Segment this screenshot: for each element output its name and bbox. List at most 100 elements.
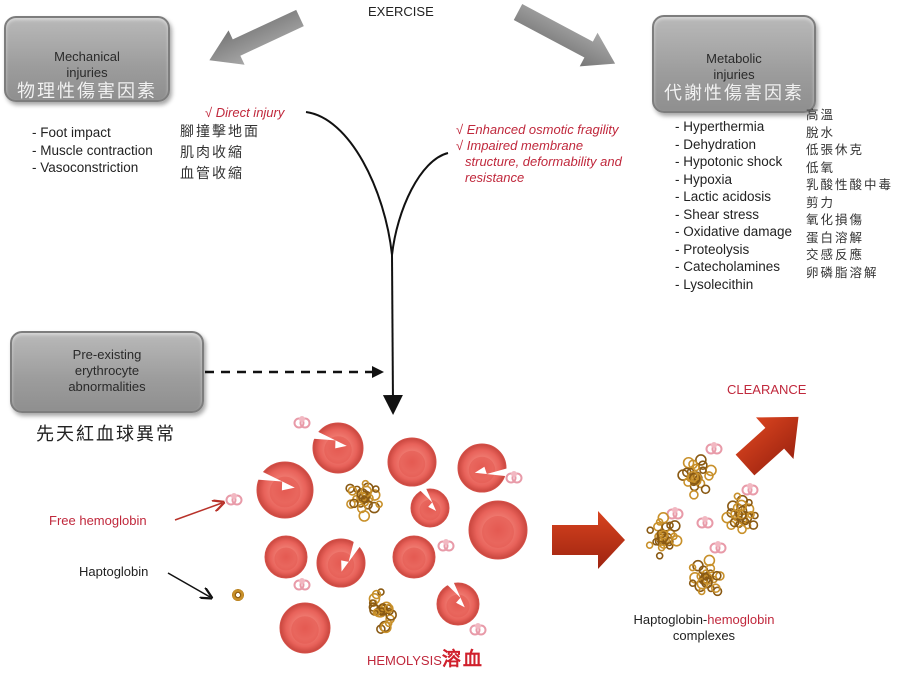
hemoglobin-molecule [225,493,243,506]
hemolysis-label: HEMOLYSIS溶血 [367,644,484,671]
metabolic-factor: - Shear stress [675,206,760,222]
metabolic-effect: √ Impaired membrane [456,138,584,153]
gray-arrow-right [513,4,616,67]
metabolic-title-2: injuries [713,67,755,82]
mechanical-title-zh: 物理性傷害因素 [17,81,157,102]
haptoglobin-molecule [232,589,244,601]
lysed-red-blood-cell [312,422,364,474]
haptoglobin-molecule [688,554,725,597]
lysed-red-blood-cell [316,538,366,588]
direct-injury-label: √ Direct injury [205,105,285,120]
gray-arrow-left [209,9,304,65]
preexisting-line: erythrocyte [74,363,140,378]
lysed-red-blood-cell [457,443,509,493]
metabolic-effects: √ Enhanced osmotic fragility √ Impaired … [456,122,622,186]
preexisting-abnormalities-box: Pre-existing erythrocyte abnormalities [10,331,204,413]
metabolic-title-zh: 代謝性傷害因素 [664,83,804,104]
preexisting-line: Pre-existing [72,347,142,362]
metabolic-factor-zh: 氧化損傷 [806,212,865,227]
metabolic-factor-zh: 剪力 [806,194,836,210]
mechanical-factor: - Vasoconstriction [32,160,139,175]
haptoglobin-molecule [677,454,717,500]
metabolic-factor-zh: 交感反應 [806,247,865,262]
hemoglobin-molecule [437,539,455,552]
metabolic-effect: structure, deformability and [465,154,622,169]
complexes-label: Haptoglobin-hemoglobin complexes [614,612,794,644]
preexisting-line: abnormalities [68,379,146,394]
metabolic-factor-zh: 蛋白溶解 [806,229,865,245]
red-arrow-clearance [735,416,799,476]
hemoglobin-molecule [666,507,684,520]
haptoglobin-molecule [368,588,397,634]
curve-direct-injury [305,111,393,256]
lysed-red-blood-cell [410,486,450,528]
mechanical-factors-list: - Foot impact - Muscle contraction - Vas… [32,124,153,177]
mechanical-factor: - Muscle contraction [32,142,153,158]
metabolic-factor-zh: 卵磷脂溶解 [806,264,879,280]
metabolic-factor: - Lactic acidosis [675,189,772,204]
metabolic-factor-zh: 高溫 [806,107,836,122]
mechanical-factor: - Foot impact [32,125,111,140]
red-blood-cell [468,500,528,560]
hemoglobin-molecule [741,483,759,496]
red-blood-cell [264,535,308,579]
metabolic-factor-zh: 低氧 [806,159,836,175]
curve-membrane [391,152,449,256]
metabolic-factor: - Catecholamines [675,259,781,274]
red-blood-cell [387,437,437,487]
clearance-label: CLEARANCE [727,382,807,397]
metabolic-factor-zh: 低張休克 [806,142,865,157]
dashed-arrow-head [372,366,384,378]
metabolic-factor: - Dehydration [675,136,757,152]
metabolic-title-1: Metabolic [706,51,762,66]
metabolic-factor: - Oxidative damage [675,224,793,239]
mechanical-injuries-box: Mechanical injuries 物理性傷害因素 [4,16,170,102]
hemoglobin-molecule [705,442,723,455]
red-arrow-right [552,511,625,569]
metabolic-effect: resistance [465,170,525,185]
mechanical-factor-zh: 血管收縮 [180,166,244,182]
lysed-red-blood-cell [436,580,480,626]
free-hemoglobin-label: Free hemoglobin [49,513,147,528]
haptoglobin-molecule [645,512,683,560]
hemolysis-zh: 溶血 [441,648,484,670]
metabolic-factor: - Hyperthermia [675,119,765,134]
mechanical-title-2: injuries [66,65,108,80]
complex-line2: complexes [672,628,736,643]
metabolic-effect: √ Enhanced osmotic fragility [456,122,619,137]
haptoglobin-molecule [345,479,383,522]
haptoglobin-label: Haptoglobin [79,564,149,579]
free-hemoglobin-pointer [174,503,222,521]
hemoglobin-molecule [696,516,714,529]
hemoglobin-molecule [293,416,311,429]
hemoglobin-molecule [709,541,727,554]
metabolic-factor-zh: 脫水 [806,124,836,140]
red-blood-cell [279,602,331,654]
complex-part2: hemoglobin [707,612,775,627]
lysed-red-blood-cell [256,461,314,519]
metabolic-factors-list: - Hyperthermia - Dehydration - Hypotonic s… [675,118,792,293]
mechanical-factor-zh: 肌肉收縮 [180,145,244,161]
metabolic-injuries-box: Metabolic injuries 代謝性傷害因素 [652,15,816,113]
metabolic-factor: - Hypotonic shock [675,154,783,169]
mechanical-title-1: Mechanical [54,49,120,64]
mechanical-factors-zh: 腳撞擊地面 肌肉收縮 血管收縮 [180,122,260,185]
hemoglobin-molecule [505,471,523,484]
complex-part1: Haptoglobin- [633,612,708,627]
metabolic-factor: - Lysolecithin [675,276,754,292]
metabolic-factor: - Proteolysis [675,241,750,257]
metabolic-factors-zh: 高溫脫水低張休克低氧乳酸性酸中毒剪力氧化損傷蛋白溶解交感反應卵磷脂溶解 [806,106,893,281]
exercise-title: EXERCISE [368,4,434,19]
haptoglobin-molecule [721,492,759,535]
metabolic-factor: - Hypoxia [675,171,733,187]
preexisting-zh: 先天紅血球異常 [36,424,176,445]
haptoglobin-pointer [167,572,210,597]
hemoglobin-molecule [469,623,487,636]
metabolic-factor-zh: 乳酸性酸中毒 [806,177,894,192]
hemolysis-en: HEMOLYSIS [367,653,442,668]
red-blood-cell [392,535,436,579]
mechanical-factor-zh: 腳撞擊地面 [180,124,260,140]
arrow-down-to-hemolysis [382,254,403,415]
hemoglobin-molecule [293,578,311,591]
